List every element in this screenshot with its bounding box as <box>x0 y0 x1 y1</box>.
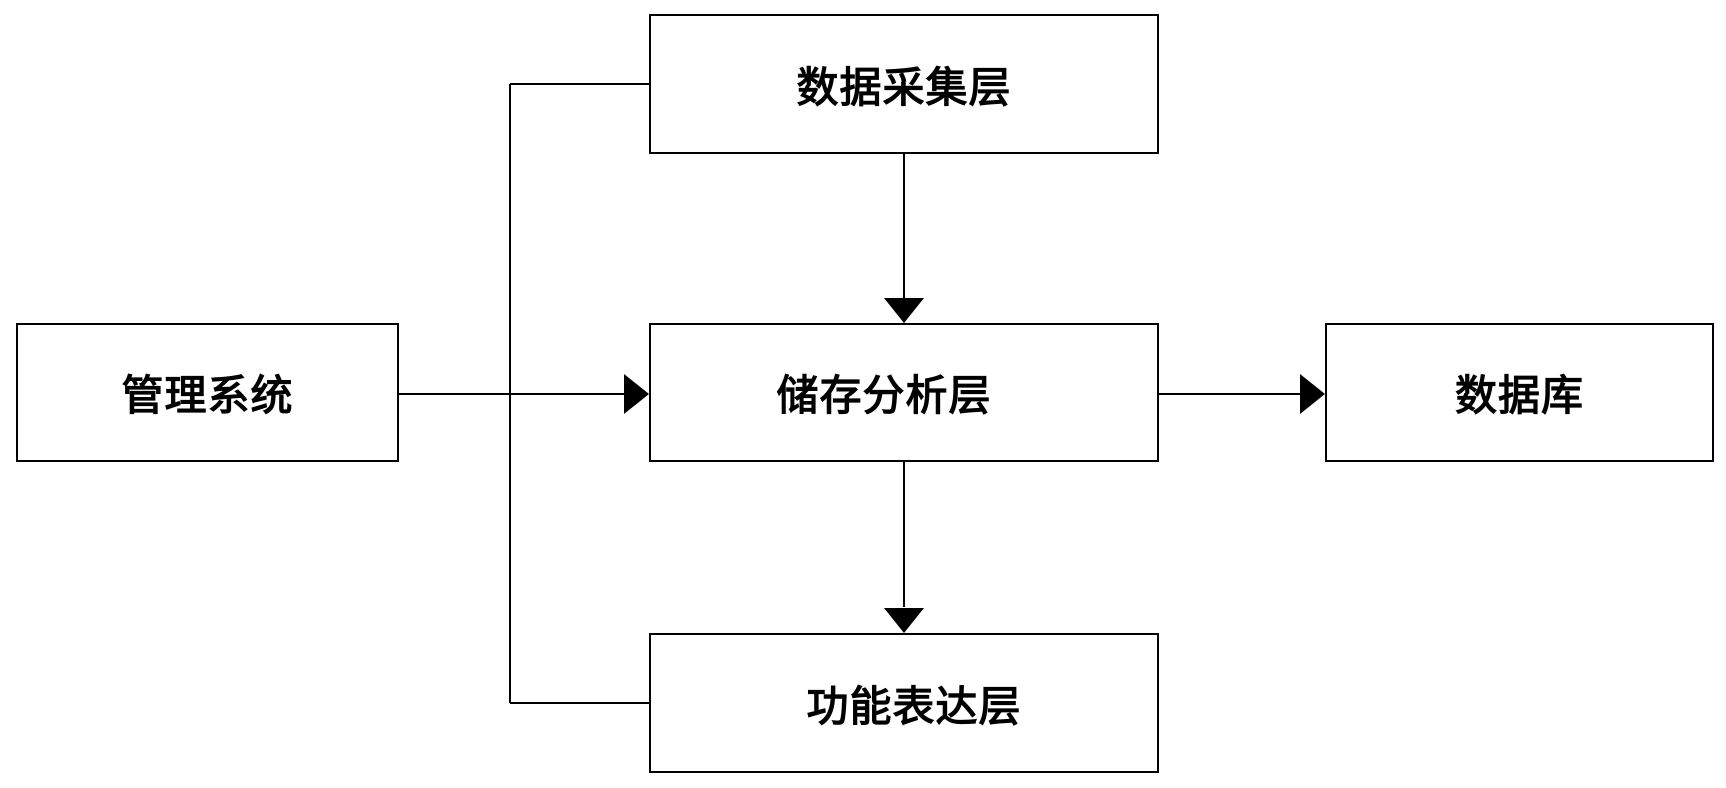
management-system-box: 管理系统 <box>16 323 399 462</box>
data-collection-layer-box: 数据采集层 <box>649 14 1159 154</box>
arrowhead-into-storage-top <box>884 298 924 323</box>
storage-analysis-layer-box: 储存分析层 <box>649 323 1159 462</box>
data-collection-layer-label: 数据采集层 <box>796 62 1012 112</box>
database-box: 数据库 <box>1325 323 1714 462</box>
function-expression-layer-label: 功能表达层 <box>806 681 1022 731</box>
management-system-label: 管理系统 <box>121 371 294 420</box>
function-expression-layer-box: 功能表达层 <box>649 633 1159 773</box>
storage-analysis-layer-label: 储存分析层 <box>776 371 992 420</box>
database-label: 数据库 <box>1454 371 1584 420</box>
arrowhead-into-function-top <box>884 608 924 633</box>
arrowhead-into-storage-left <box>624 374 649 414</box>
arrowhead-into-database-left <box>1300 374 1325 414</box>
